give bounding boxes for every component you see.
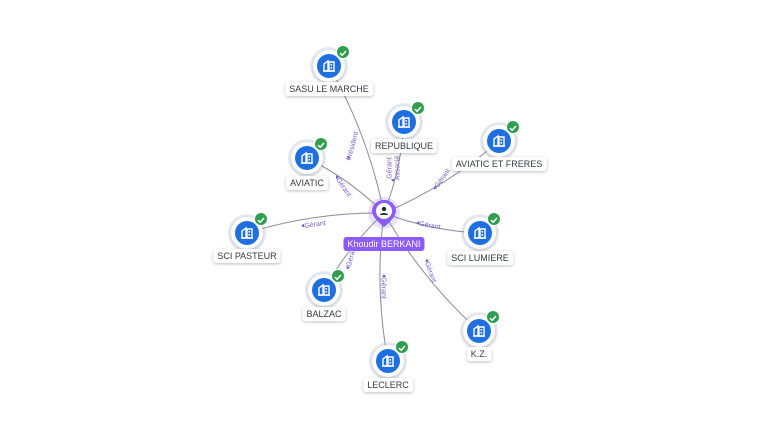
arrow-icon	[347, 156, 352, 160]
building-icon	[467, 319, 491, 343]
relation-text: Gérant	[387, 157, 394, 178]
person-icon	[368, 197, 400, 229]
arrow-icon	[425, 258, 430, 263]
verified-check-icon	[254, 212, 268, 226]
verified-check-icon	[411, 101, 425, 115]
building-icon	[392, 110, 416, 134]
company-node-leclerc[interactable]	[372, 340, 409, 377]
relation-label-leclerc: Gérant	[380, 274, 387, 299]
arrow-icon	[301, 223, 305, 228]
building-icon	[468, 221, 492, 245]
relation-label-sci-pasteur: Gérant	[301, 220, 326, 230]
verified-check-icon	[314, 137, 328, 151]
company-label-leclerc[interactable]: LECLERC	[363, 378, 413, 392]
verified-check-icon	[506, 120, 520, 134]
arrow-icon	[382, 274, 386, 277]
relation-text: Associé	[395, 156, 402, 181]
company-label-aviatic-et-freres[interactable]: AVIATIC ET FRERES	[451, 157, 547, 171]
building-icon	[376, 349, 400, 373]
company-node-sci-lumiere[interactable]	[464, 212, 501, 249]
relation-text: Gérant	[419, 221, 441, 232]
arrow-icon	[433, 185, 438, 190]
relation-text: Gérant	[380, 277, 387, 298]
company-label-aviatic[interactable]: AVIATIC	[286, 176, 328, 190]
company-label-sci-pasteur[interactable]: SCI PASTEUR	[213, 249, 281, 263]
arrow-icon	[335, 175, 340, 180]
verified-check-icon	[486, 310, 500, 324]
verified-check-icon	[487, 212, 501, 226]
edge-k-z	[383, 212, 480, 332]
building-icon	[295, 146, 319, 170]
edge-leclerc	[379, 212, 389, 362]
company-node-republique[interactable]	[388, 101, 425, 138]
company-node-balzac[interactable]	[308, 269, 345, 306]
company-node-sci-pasteur[interactable]	[231, 212, 268, 249]
company-label-sasu-le-marche[interactable]: SASU LE MARCHE	[285, 82, 373, 96]
arrow-icon	[391, 179, 395, 182]
center-person-label[interactable]: Khoudir BERKANI	[343, 237, 425, 251]
relation-label-aviatic: Gérant	[334, 175, 352, 199]
company-label-sci-lumiere[interactable]: SCI LUMIERE	[447, 251, 513, 265]
relation-label-sasu-le-marche: Président	[346, 131, 360, 161]
relation-label-sci-lumiere: Gérant	[416, 221, 441, 232]
arrow-icon	[416, 221, 420, 226]
building-icon	[487, 129, 511, 153]
company-node-aviatic-et-freres[interactable]	[483, 120, 520, 157]
building-icon	[317, 54, 341, 78]
relation-text: Gérant	[304, 220, 326, 230]
company-label-k-z[interactable]: K.Z.	[466, 347, 492, 361]
building-icon	[312, 278, 336, 302]
center-person-node[interactable]	[367, 196, 401, 230]
relation-text: Gérant	[423, 261, 437, 284]
company-label-balzac[interactable]: BALZAC	[302, 307, 346, 321]
arrow-icon	[346, 266, 351, 270]
relation-label-aviatic-et-freres: Gérant	[433, 168, 452, 190]
relation-label-k-z: Gérant	[423, 258, 437, 284]
company-node-sasu-le-marche[interactable]	[313, 45, 350, 82]
company-node-aviatic[interactable]	[291, 137, 328, 174]
verified-check-icon	[331, 269, 345, 283]
relation-text: Gérant	[334, 177, 352, 199]
building-icon	[235, 221, 259, 245]
company-node-k-z[interactable]	[463, 310, 500, 347]
verified-check-icon	[395, 340, 409, 354]
company-label-republique[interactable]: REPUBLIQUE	[370, 139, 438, 153]
verified-check-icon	[336, 45, 350, 59]
